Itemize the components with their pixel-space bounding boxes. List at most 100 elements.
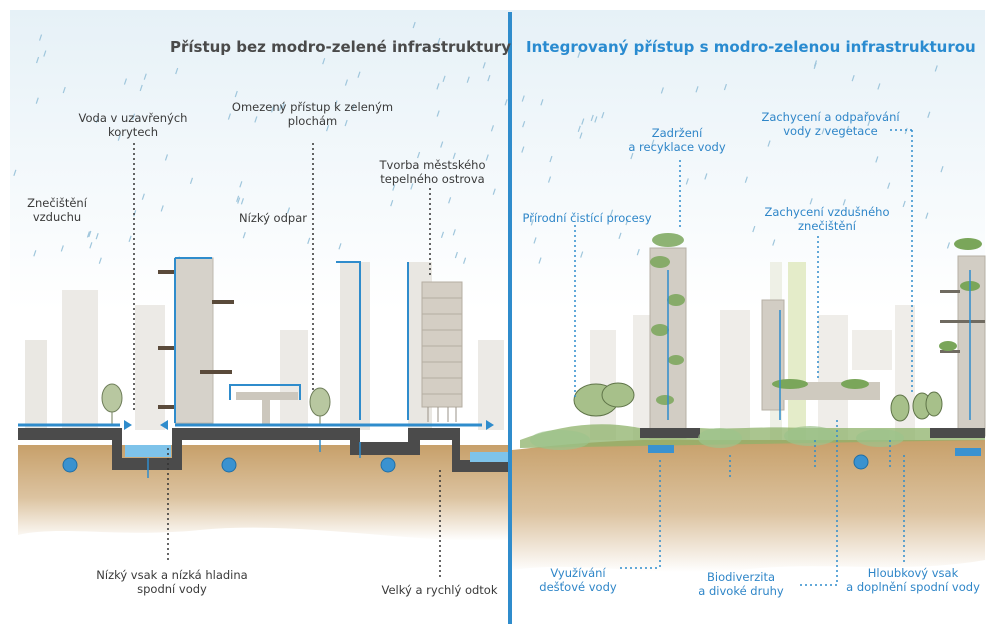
rain-drop (437, 37, 441, 45)
rain-drop (752, 225, 756, 233)
rain-drop (723, 83, 728, 91)
rain-drop (254, 116, 258, 123)
rain-drop (772, 239, 776, 246)
label-low-infiltration: Nízký vsak a nízká hladina spodní vody (96, 568, 248, 596)
rain-drop (338, 243, 342, 250)
rain-drop (577, 51, 581, 58)
right-scene (512, 129, 986, 586)
rain-drop (344, 119, 348, 127)
rain-drop (522, 120, 526, 128)
rain-drop (13, 169, 17, 176)
rain-drop (239, 181, 243, 188)
heat-island-tower (421, 281, 463, 408)
rain-drop (38, 34, 43, 41)
rain-drop (164, 154, 169, 161)
rain-drop (887, 182, 891, 189)
rain-drop (934, 65, 938, 72)
left-scene (18, 143, 508, 580)
rain-drop (43, 50, 47, 57)
rain-drop (351, 103, 355, 111)
rain-drop (466, 76, 470, 83)
label-urban-heat-island: Tvorba městského tepelného ostrova (379, 158, 486, 186)
left-bg-building (135, 305, 165, 430)
rain-drop (601, 112, 605, 119)
rain-drop (307, 237, 311, 245)
rain-drop (846, 125, 850, 133)
rain-drop (412, 21, 416, 29)
rain-drop (86, 231, 91, 238)
rain-drop (490, 125, 494, 132)
rain-drop (538, 257, 542, 264)
rain-drop (842, 199, 846, 206)
label-water-closed-channels: Voda v uzavřených korytech (78, 111, 188, 139)
rain-drop (579, 132, 583, 139)
left-pavement (18, 428, 508, 472)
rain-drop (636, 249, 640, 256)
rain-drop (625, 218, 629, 226)
rain-drop (767, 140, 771, 147)
rain-drop (62, 86, 66, 94)
rain-drop (60, 245, 64, 252)
rain-drop (630, 152, 634, 160)
rain-drop (851, 74, 855, 82)
rain-drop (234, 90, 238, 98)
rain-drop (463, 257, 467, 264)
rain-drop (237, 197, 241, 204)
left-bg-building (62, 290, 98, 430)
left-title: Přístup bez modro-zelené infrastruktury (170, 38, 512, 56)
rain-drop (89, 242, 93, 249)
rain-drop (590, 114, 594, 122)
label-low-evaporation: Nízký odpar (239, 211, 307, 225)
rain-drop (278, 104, 283, 111)
sky-background (10, 10, 985, 310)
rain-drop (610, 209, 614, 216)
rain-drop (487, 74, 491, 82)
rain-drop (704, 173, 708, 180)
rain-drop (651, 139, 655, 146)
rain-drop (286, 207, 291, 214)
label-air-pollution-capture: Zachycení vzdušného znečištění (764, 205, 890, 233)
rain-drop (821, 127, 825, 135)
rain-drop (270, 106, 275, 113)
rain-drop (875, 156, 879, 163)
rain-drop (540, 99, 544, 106)
rain-drop (485, 154, 489, 161)
rain-drop (175, 67, 179, 75)
rain-drop (281, 102, 285, 109)
rain-drop (139, 84, 143, 92)
rain-drop (660, 87, 664, 94)
rain-drop (131, 113, 136, 120)
rain-drop (521, 95, 525, 102)
rain-drop (390, 199, 394, 207)
rain-drop (143, 73, 147, 80)
rain-drop (533, 237, 537, 244)
rain-drop (98, 257, 102, 264)
label-retention-recycling: Zadržení a recyklace vody (628, 126, 726, 154)
rain-drop (33, 250, 37, 257)
rain-drop (685, 178, 689, 185)
rain-drop (357, 71, 361, 78)
rain-drop (227, 113, 231, 120)
label-rainwater-use: Využívání dešťové vody (539, 566, 617, 594)
rain-drop (867, 119, 871, 126)
rain-drop (95, 116, 99, 124)
rain-drop (946, 242, 951, 249)
rain-drop (325, 124, 330, 132)
rain-drop (925, 212, 929, 219)
rain-drop (236, 195, 240, 202)
rain-drop (877, 83, 881, 90)
rain-drop (695, 86, 699, 93)
rain-drop (322, 58, 326, 65)
label-natural-cleaning: Přírodní čistící procesy (522, 211, 652, 225)
left-soil (18, 445, 508, 541)
rain-drop (454, 251, 458, 259)
label-large-fast-runoff: Velký a rychlý odtok (381, 583, 498, 597)
label-air-pollution: Znečištění vzduchu (27, 196, 87, 224)
rain-drop (442, 75, 446, 83)
rain-drop (240, 198, 244, 205)
rain-drop (436, 83, 440, 90)
rain-drop (927, 111, 931, 118)
left-tower (174, 257, 214, 424)
rain-drop (580, 251, 584, 258)
